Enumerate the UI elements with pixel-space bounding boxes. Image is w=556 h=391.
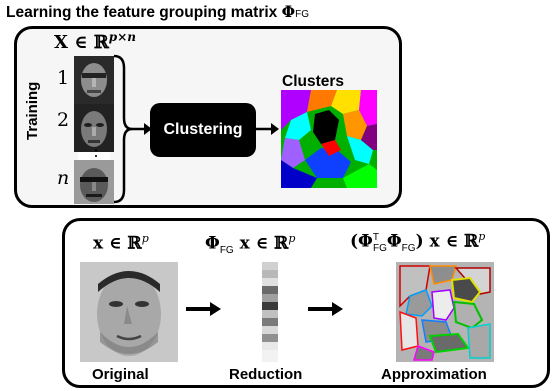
diagram-title: Learning the feature grouping matrix ΦFG bbox=[6, 2, 309, 22]
training-face-n bbox=[74, 160, 114, 204]
training-face-gap bbox=[78, 152, 110, 160]
reduction-formula: ΦFG x ∈ ℝp bbox=[205, 232, 295, 256]
index-n: n bbox=[57, 167, 70, 189]
approx-open: (Φ bbox=[350, 231, 373, 252]
index-1: 1 bbox=[57, 67, 70, 89]
cluster-map bbox=[281, 90, 377, 188]
training-face-1 bbox=[74, 56, 114, 104]
original-face-image bbox=[80, 262, 178, 362]
approx-sub-1: FG bbox=[372, 243, 387, 255]
training-face-2 bbox=[74, 104, 114, 152]
reduction-phi: Φ bbox=[205, 233, 220, 254]
title-text: Learning the feature grouping matrix bbox=[6, 4, 282, 21]
arrow-right-icon bbox=[131, 123, 152, 135]
arrow-right-icon bbox=[308, 302, 343, 316]
approx-transpose: T bbox=[372, 232, 379, 243]
approximation-formula: (ΦTFGΦFG) x ∈ ℝp bbox=[350, 230, 485, 254]
caption-original: Original bbox=[92, 366, 149, 383]
title-phi-symbol: Φ bbox=[281, 2, 296, 21]
approx-sub-2: FG bbox=[401, 243, 416, 255]
approx-formula-sup: p bbox=[478, 230, 486, 243]
approximation-image bbox=[396, 262, 494, 362]
index-2: 2 bbox=[57, 109, 70, 131]
clustering-step: Clustering bbox=[150, 103, 256, 157]
input-formula: x ∈ ℝp bbox=[93, 232, 149, 254]
clustering-label: Clustering bbox=[163, 121, 243, 138]
caption-approximation: Approximation bbox=[381, 366, 487, 383]
caption-reduction: Reduction bbox=[229, 366, 303, 383]
input-formula-sup: p bbox=[141, 232, 149, 245]
title-phi-subscript: FG bbox=[295, 9, 309, 20]
reduction-formula-sup: p bbox=[288, 232, 296, 245]
reduction-formula-rest: x ∈ ℝ bbox=[233, 233, 289, 254]
input-formula-main: x ∈ ℝ bbox=[93, 233, 142, 254]
training-label: Training bbox=[24, 81, 41, 140]
reduction-phi-sub: FG bbox=[219, 245, 234, 257]
reduced-vector bbox=[262, 262, 278, 362]
approx-phi-2: Φ bbox=[386, 231, 402, 252]
clusters-title: Clusters bbox=[282, 73, 345, 90]
matrix-formula-sup: p×n bbox=[108, 30, 136, 44]
data-matrix-formula: X ∈ ℝp×n bbox=[54, 30, 136, 53]
arrow-right-icon bbox=[186, 302, 221, 316]
approx-close: ) x ∈ ℝ bbox=[415, 231, 479, 252]
matrix-formula-main: X ∈ ℝ bbox=[54, 32, 109, 53]
arrow-right-icon bbox=[256, 123, 279, 135]
